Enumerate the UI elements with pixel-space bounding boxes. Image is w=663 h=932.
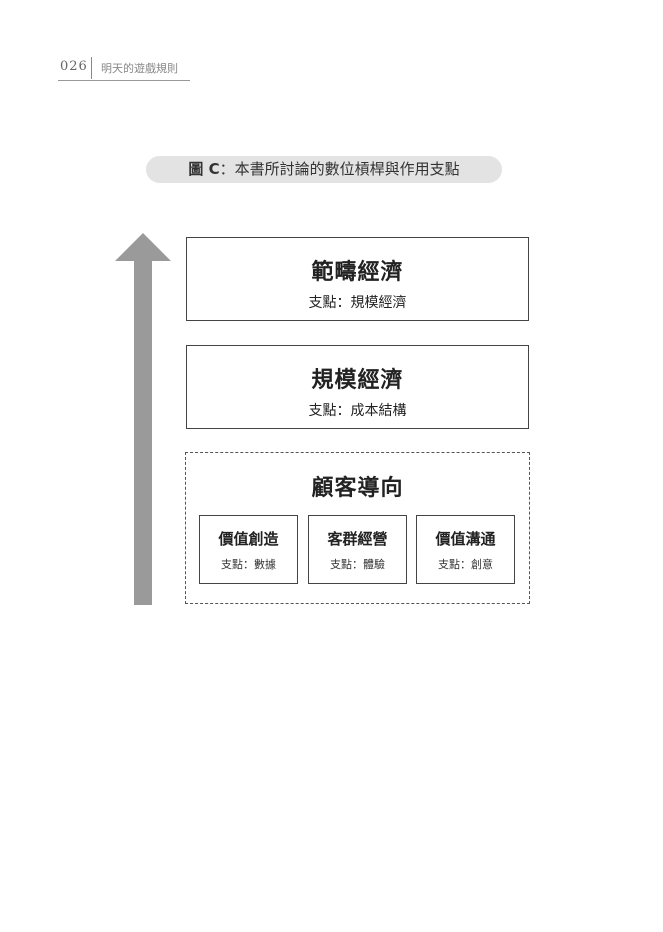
value-communication-fulcrum: 支點：創意 [438,558,493,571]
customer-management-box: 客群經營 支點：體驗 [308,515,407,584]
figure-caption-text: ：本書所討論的數位槓桿與作用支點 [219,160,460,178]
scale-economy-fulcrum: 支點：成本結構 [308,403,407,419]
scope-economy-title: 範疇經濟 [311,260,404,285]
customer-management-title: 客群經營 [327,530,388,548]
page-number: 026 [60,59,88,74]
value-creation-title: 價值創造 [218,530,279,548]
scope-economy-fulcrum: 支點：規模經濟 [308,295,407,311]
header-divider [91,57,92,79]
value-communication-box: 價值溝通 支點：創意 [416,515,515,584]
scope-economy-box: 範疇經濟 支點：規模經濟 [186,237,529,321]
figure-caption: 圖 C：本書所討論的數位槓桿與作用支點 [146,156,502,183]
running-header: 026 明天的遊戲規則 [58,57,190,81]
figure-label: 圖 C [188,160,220,178]
value-creation-fulcrum: 支點：數據 [221,558,276,571]
scale-economy-box: 規模經濟 支點：成本結構 [186,345,529,429]
value-creation-box: 價值創造 支點：數據 [199,515,298,584]
scale-economy-title: 規模經濟 [311,368,404,393]
customer-orientation-title: 顧客導向 [311,476,404,501]
customer-management-fulcrum: 支點：體驗 [330,558,385,571]
up-arrow-icon [115,233,171,605]
value-communication-title: 價值溝通 [435,530,496,548]
customer-orientation-group: 顧客導向 價值創造 支點：數據 客群經營 支點：體驗 價值溝通 支點：創意 [185,452,530,604]
book-title: 明天的遊戲規則 [101,62,178,75]
